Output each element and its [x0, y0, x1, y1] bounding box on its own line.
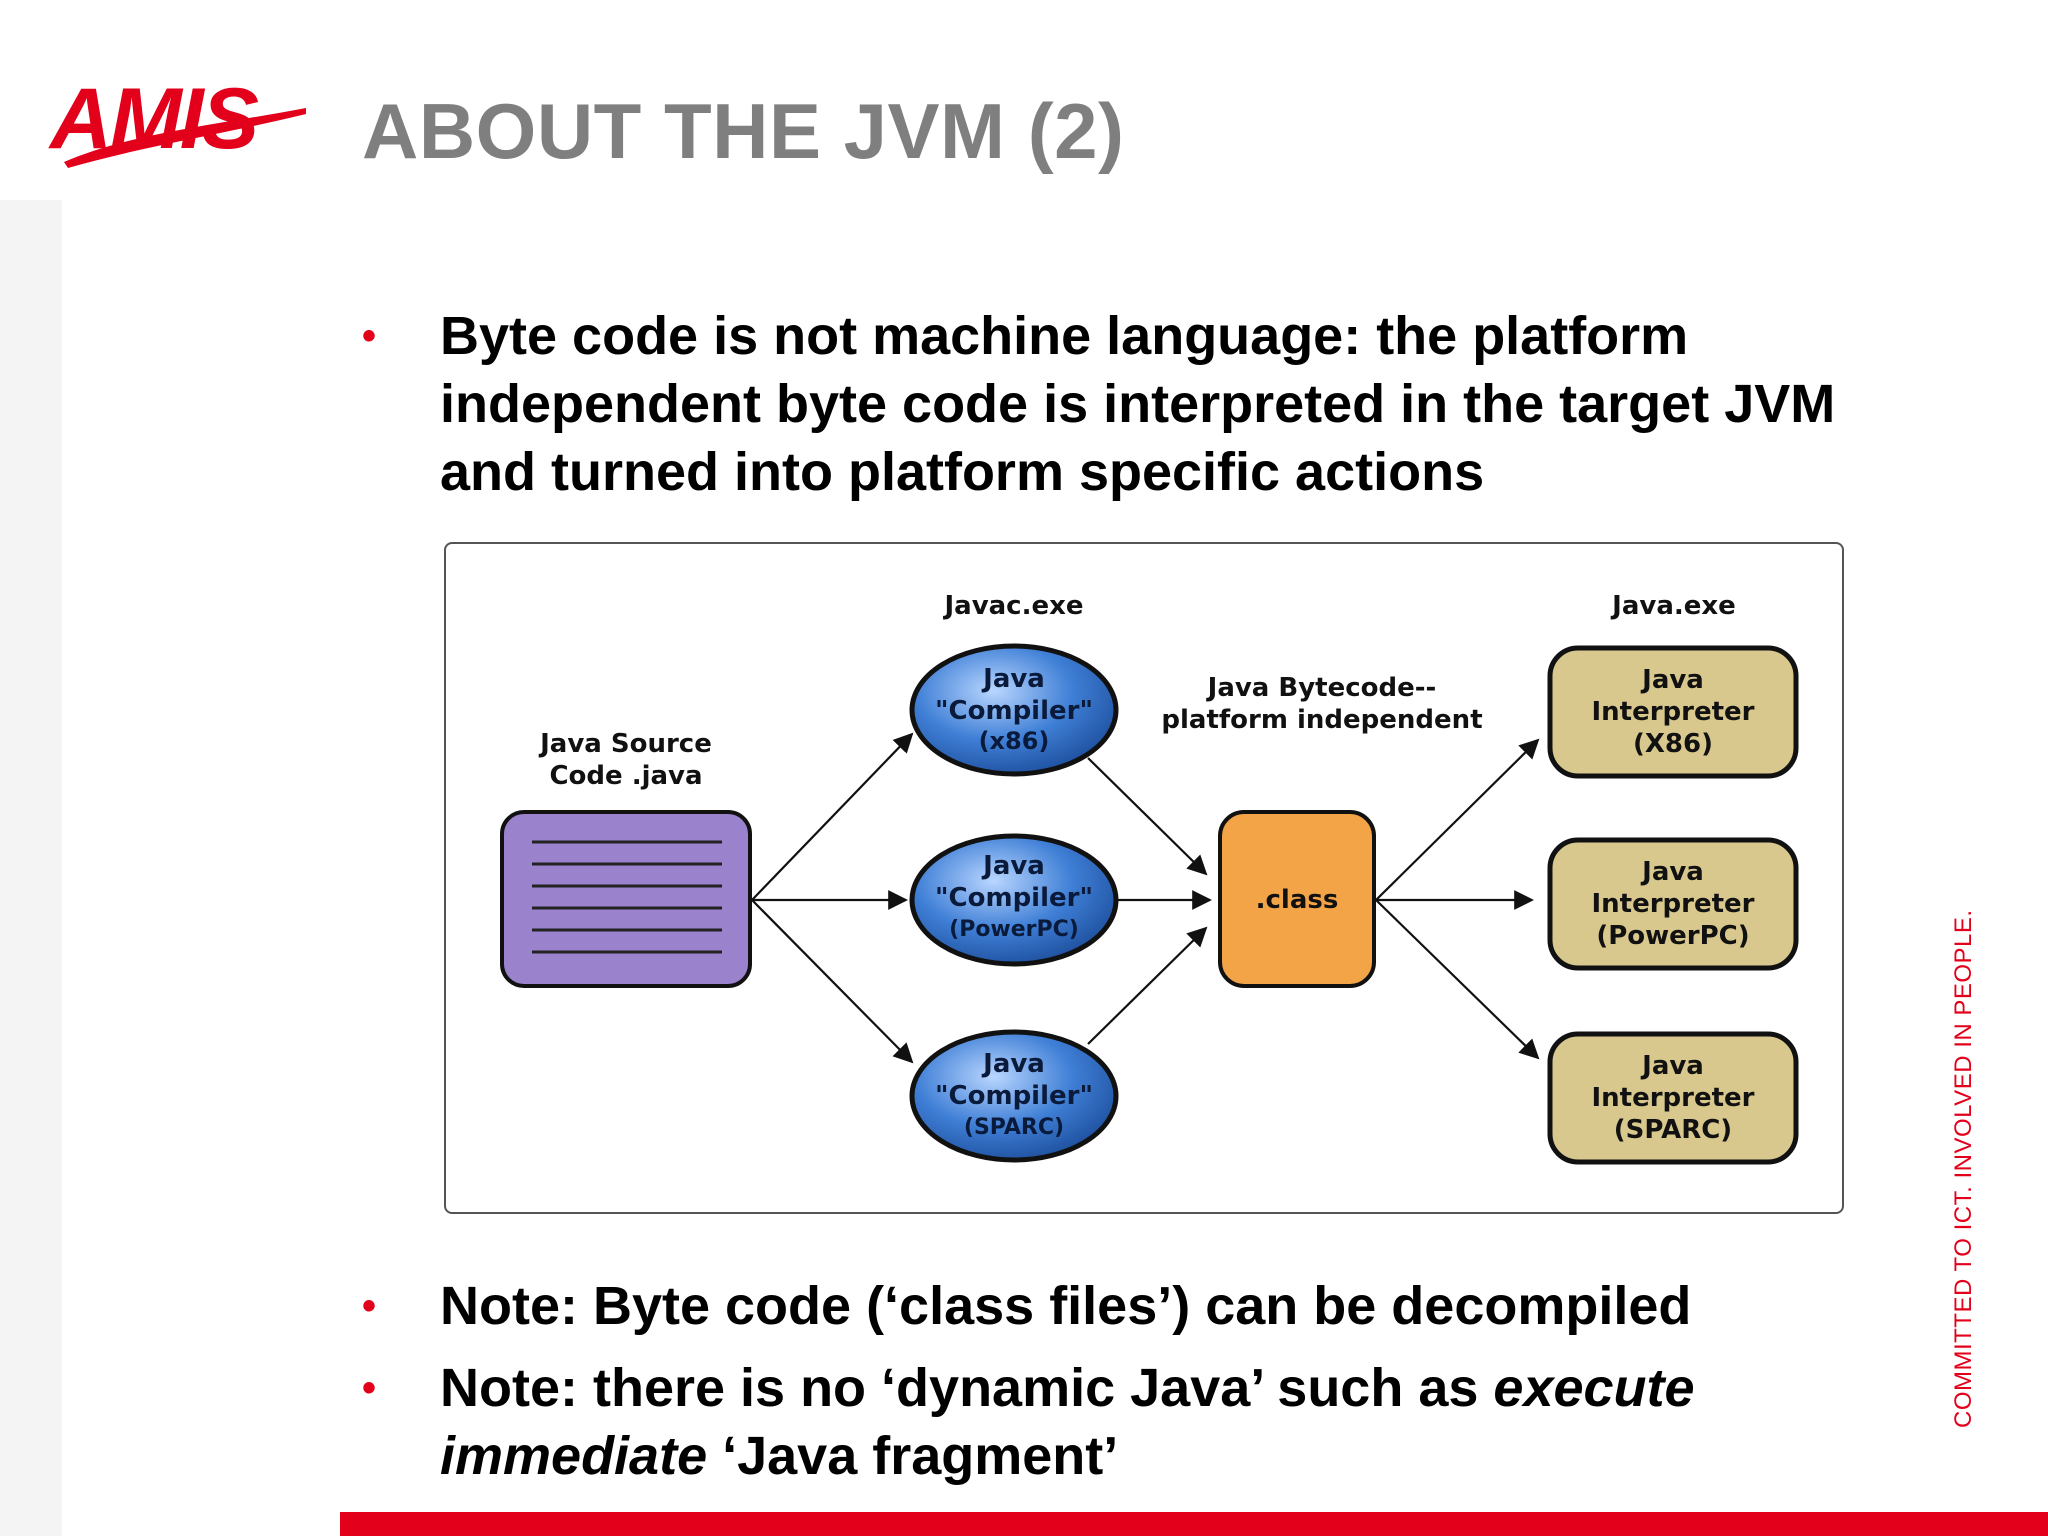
bullet-text-prefix: Note: there is no ‘dynamic Java’ such as	[440, 1358, 1494, 1418]
slide-title: ABOUT THE JVM (2)	[362, 87, 1125, 175]
bullet-list-bottom: • Note: Byte code (‘class files’) can be…	[356, 1272, 1926, 1504]
arrow-class-to-interp-sparc	[1375, 899, 1540, 1060]
compiler-ppc-line2: "Compiler"	[935, 883, 1093, 913]
bullet-item: • Note: Byte code (‘class files’) can be…	[356, 1272, 1926, 1340]
bytecode-label-line2: platform independent	[1161, 705, 1482, 735]
left-decor-strip	[0, 200, 62, 1536]
jvm-diagram: Java Source Code .java Javac.exe Java.ex…	[500, 591, 1799, 1165]
bytecode-label-line1: Java Bytecode--	[1206, 673, 1437, 703]
compiler-x86-line1: Java	[981, 664, 1045, 694]
bullet-item: • Byte code is not machine language: the…	[356, 302, 1926, 506]
java-exe-label: Java.exe	[1610, 591, 1736, 621]
compiler-ppc-line1: Java	[981, 851, 1045, 881]
interpreter-node-x86: Java Interpreter (X86)	[1547, 645, 1799, 779]
interp-sparc-line1: Java	[1640, 1051, 1704, 1081]
compiler-node-sparc: Java "Compiler" (SPARC)	[909, 1029, 1119, 1163]
compiler-sparc-line2: "Compiler"	[935, 1081, 1093, 1111]
bullet-text: Note: Byte code (‘class files’) can be d…	[440, 1276, 1692, 1336]
arrow-compiler-sparc-to-class	[1087, 926, 1208, 1045]
interp-sparc-line3: (SPARC)	[1614, 1115, 1732, 1145]
bullet-dot: •	[362, 1366, 377, 1410]
interp-x86-line3: (X86)	[1633, 729, 1713, 759]
compiler-sparc-line1: Java	[981, 1049, 1045, 1079]
arrow-source-to-compiler-x86	[751, 732, 914, 901]
compiler-ppc-line3: (PowerPC)	[949, 917, 1079, 942]
jvm-diagram-frame: Java Source Code .java Javac.exe Java.ex…	[444, 542, 1844, 1214]
bullet-text-emphasis: execute immediate	[440, 1358, 1695, 1486]
bullet-dot: •	[362, 314, 377, 358]
compiler-node-x86: Java "Compiler" (x86)	[909, 643, 1119, 777]
arrow-compiler-x86-to-class	[1087, 757, 1208, 876]
arrow-source-to-compiler-sparc	[751, 899, 914, 1064]
amis-logo: AMIS	[48, 71, 306, 168]
compiler-x86-line3: (x86)	[979, 727, 1050, 755]
source-label-line1: Java Source	[538, 729, 712, 759]
source-label-line2: Code .java	[549, 761, 702, 791]
class-label: .class	[1256, 885, 1339, 915]
javac-exe-label: Javac.exe	[942, 591, 1083, 621]
logo-swoosh	[64, 108, 306, 168]
logo-brand-text: AMIS	[48, 71, 259, 167]
interpreter-node-sparc: Java Interpreter (SPARC)	[1547, 1031, 1799, 1165]
bullet-text-suffix: ‘Java fragment’	[707, 1426, 1119, 1486]
arrow-class-to-interp-x86	[1375, 738, 1540, 901]
bullet-dot: •	[362, 1284, 377, 1328]
bullet-item: • Note: there is no ‘dynamic Java’ such …	[356, 1354, 1926, 1490]
bullet-text: Byte code is not machine language: the p…	[440, 306, 1836, 502]
bullet-list-top: • Byte code is not machine language: the…	[356, 302, 1926, 520]
vertical-tagline: COMMITTED TO ICT. INVOLVED IN PEOPLE.	[1950, 909, 1977, 1428]
diagram-arrows	[751, 732, 1540, 1064]
footer-accent-bar	[340, 1512, 2048, 1536]
interpreter-node-powerpc: Java Interpreter (PowerPC)	[1547, 837, 1799, 971]
interp-ppc-line2: Interpreter	[1591, 889, 1754, 919]
interp-ppc-line3: (PowerPC)	[1596, 921, 1749, 951]
compiler-sparc-line3: (SPARC)	[964, 1115, 1064, 1140]
class-file-node: .class	[1218, 810, 1376, 988]
interp-sparc-line2: Interpreter	[1591, 1083, 1754, 1113]
interp-x86-line2: Interpreter	[1591, 697, 1754, 727]
interp-x86-line1: Java	[1640, 665, 1704, 695]
compiler-node-powerpc: Java "Compiler" (PowerPC)	[909, 833, 1119, 967]
interp-ppc-line1: Java	[1640, 857, 1704, 887]
java-source-node	[500, 810, 752, 988]
compiler-x86-line2: "Compiler"	[935, 696, 1093, 726]
